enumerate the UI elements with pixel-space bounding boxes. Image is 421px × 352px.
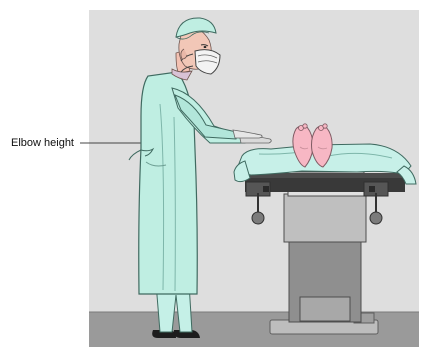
elbow-height-label: Elbow height (11, 136, 74, 150)
